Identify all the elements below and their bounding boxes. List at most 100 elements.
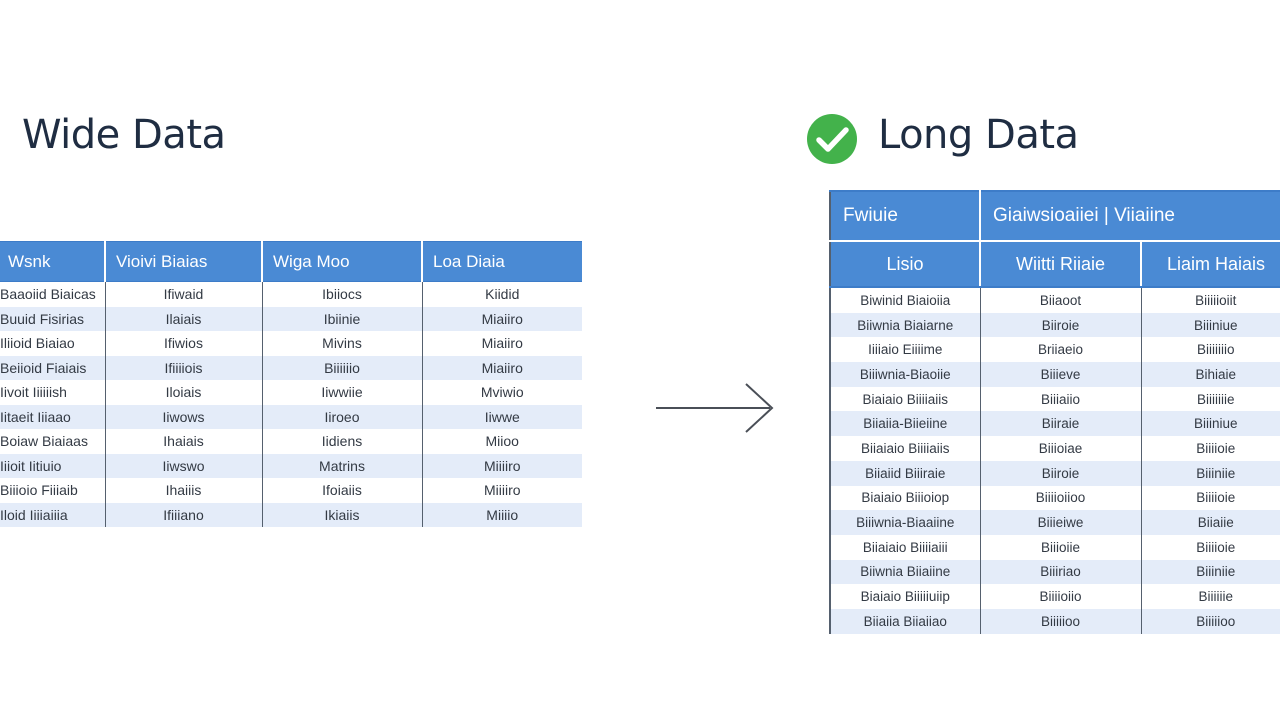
table-cell: Biiiiiiio <box>1197 342 1235 358</box>
table-cell: Biiiniue <box>1141 411 1280 437</box>
table-cell: Mviwio <box>480 384 524 401</box>
table-cell: Ifoiaiis <box>262 478 423 503</box>
table-cell: Biiiwnia-Biaaiine <box>830 510 981 535</box>
long-sub-header-cell: Liaim Haiais <box>1141 241 1280 288</box>
long-sub-header-row: Lisio Wiitti Riiaie Liaim Haiais <box>830 241 1280 288</box>
table-cell: Iivoit Iiiiiish <box>0 380 106 405</box>
table-cell: Ifiwios <box>105 331 263 356</box>
long-top-header-row: Fwiuie Giaiwsioaiiei | Viiaiine <box>830 190 1280 242</box>
wide-header-row: Wsnk Vioivi Biaias Wiga Moo Loa Diaia <box>0 241 582 282</box>
table-cell: Biiroie <box>980 460 1142 486</box>
table-cell: Biiiioie <box>1196 539 1236 555</box>
table-cell: Biaiaio Biiiiiuiip <box>830 584 981 609</box>
table-cell: Biiiniie <box>1141 460 1280 486</box>
table-cell: Ihaiais <box>105 429 263 454</box>
table-cell: Ifiiiiois <box>105 355 263 380</box>
table-cell: Biiiniie <box>1141 559 1280 585</box>
table-cell: Iitaeit Iiiaao <box>0 404 106 429</box>
table-cell: Biiiiioo <box>1141 608 1280 634</box>
table-cell: Ilaiais <box>105 306 263 331</box>
wide-header-cell: Vioivi Biaias <box>105 241 263 282</box>
table-cell: Iiioit Iitiuio <box>0 453 106 478</box>
long-data-title: Long Data <box>878 112 1079 158</box>
table-cell: Biiaiaio Biiiiaiii <box>830 534 981 560</box>
table-cell: Biiraie <box>980 411 1142 437</box>
table-cell: Miaiiro <box>481 335 523 352</box>
table-cell: Ikiaiis <box>262 502 423 527</box>
table-cell: Biiaiia-Biieiine <box>830 411 981 437</box>
table-cell: Iliioid Biaiao <box>0 331 106 356</box>
table-cell: Biiaiia Biiaiiao <box>830 608 981 634</box>
table-cell: Biaiaio Biiioiop <box>830 485 981 511</box>
table-cell: Biaiaio Biiiiaiis <box>830 386 981 412</box>
table-cell: Miiiiro <box>422 453 582 478</box>
table-cell: Biiiiioiit <box>1195 292 1237 308</box>
table-cell: Iiwows <box>105 404 263 429</box>
table-cell: Ihaiiis <box>105 478 263 503</box>
wide-header-cell: Wsnk <box>0 241 106 282</box>
check-circle-icon <box>807 114 857 164</box>
table-cell: Miioo <box>485 433 519 450</box>
long-sub-header-cell: Wiitti Riiaie <box>980 241 1142 288</box>
table-cell: Biiiniue <box>1141 312 1280 338</box>
table-cell: Iidiens <box>262 429 423 454</box>
table-cell: Iloiais <box>105 380 263 405</box>
table-cell: Boiaw Biaiaas <box>0 429 106 454</box>
table-cell: Beiioid Fiaiais <box>0 355 106 380</box>
long-sub-header-cell: Lisio <box>830 241 981 288</box>
table-cell: Iiwwe <box>422 404 582 429</box>
long-data-table: Fwiuie Giaiwsioaiiei | Viiaiine Lisio Wi… <box>829 190 1280 634</box>
wide-data-table: Wsnk Vioivi Biaias Wiga Moo Loa Diaia Ba… <box>0 241 582 527</box>
table-cell: Biiiaiio <box>980 386 1142 412</box>
wide-header-cell: Loa Diaia <box>422 241 582 282</box>
table-cell: Biiwnia Biiaiine <box>830 559 981 585</box>
table-cell: Biiaiid Biiiraie <box>830 460 981 486</box>
table-cell: Ifiwaid <box>105 281 263 307</box>
arrow-right-icon <box>656 383 774 433</box>
table-cell: Biiioiie <box>980 534 1142 560</box>
table-cell: Biiiioie <box>1196 490 1236 506</box>
table-cell: Ibiinie <box>262 306 423 331</box>
table-cell: Miaiiro <box>422 306 582 331</box>
table-cell: Biiaiaio Biiiiaiis <box>830 436 981 461</box>
table-cell: Biiroie <box>980 312 1142 338</box>
table-cell: Biiiiiie <box>1198 589 1234 605</box>
table-cell: Biiiwnia-Biaoiie <box>830 362 981 387</box>
table-cell: Biiiioiio <box>980 584 1142 609</box>
table-cell: Miiiiro <box>483 482 521 499</box>
table-cell: Baaoiid Biaicas <box>0 281 106 307</box>
table-cell: Biiioiae <box>980 436 1142 461</box>
table-cell: Biiwnia Biaiarne <box>830 312 981 338</box>
table-cell: Buuid Fisirias <box>0 306 106 331</box>
table-cell: Biiaoot <box>980 287 1142 313</box>
table-cell: Biiiiioo <box>980 608 1142 634</box>
table-cell: Iiroeo <box>262 404 423 429</box>
table-cell: Kiidid <box>485 286 520 303</box>
table-cell: Iiwwiie <box>262 380 423 405</box>
table-cell: Biiiiiiie <box>1197 391 1235 407</box>
table-cell: Biiaiie <box>1141 510 1280 535</box>
table-cell: Matrins <box>262 453 423 478</box>
table-cell: Miaiiro <box>422 355 582 380</box>
